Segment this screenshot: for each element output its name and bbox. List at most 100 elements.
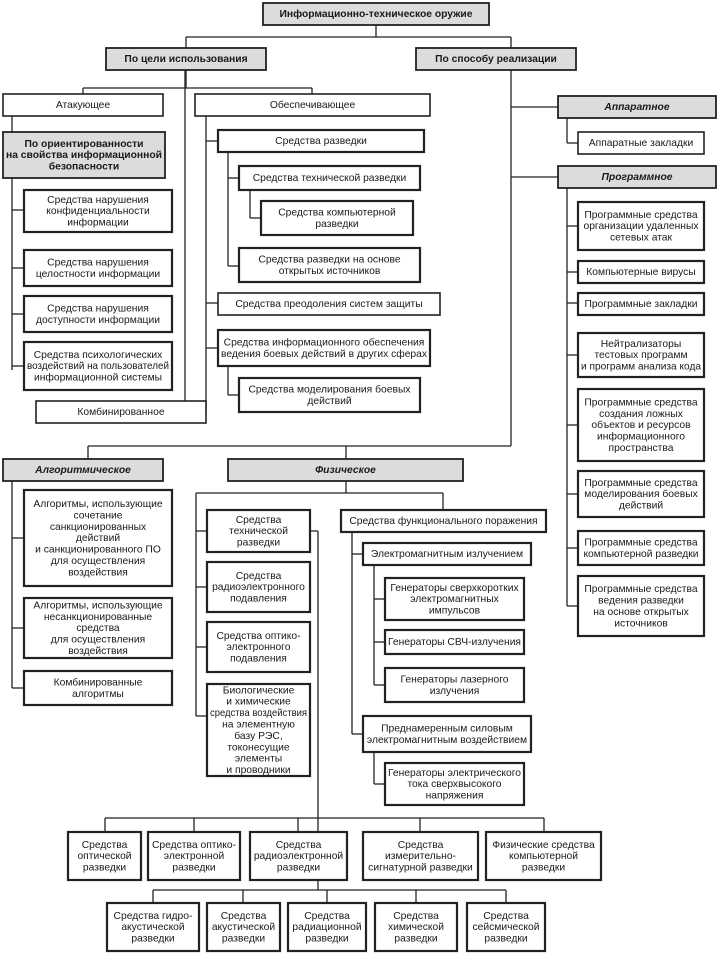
node-label: По цели использования <box>124 54 247 65</box>
node-box <box>22 248 174 288</box>
node-root: Информационно-техническое оружие <box>262 2 490 26</box>
node-box <box>205 682 312 778</box>
node-label: Алгоритмы, использующие <box>33 499 163 510</box>
node-hwbugs: Аппаратные закладки <box>577 131 705 155</box>
node-label: Аппаратное <box>603 102 669 113</box>
node-box <box>576 259 706 285</box>
node-label: организации удаленных <box>583 221 699 232</box>
node-label: моделирования боевых <box>584 488 698 500</box>
node-label: разведки <box>131 934 174 945</box>
node-box <box>2 458 164 482</box>
node-box <box>383 666 526 704</box>
node-label: разведки <box>83 863 126 874</box>
node-label: Генераторы сверхкоротких <box>390 583 519 594</box>
node-infosupport: Средства информационного обеспеченияведе… <box>216 328 432 368</box>
node-label: химической <box>388 922 444 933</box>
node-emr: Электромагнитным излучением <box>361 541 533 567</box>
node-label: для осуществления <box>51 556 145 567</box>
node-box <box>576 574 706 638</box>
node-label: Средства нарушения <box>47 257 149 268</box>
node-label: Комбинированные <box>54 676 143 688</box>
node-label: на основе открытых <box>593 607 689 618</box>
node-box <box>576 200 706 252</box>
node-box <box>205 620 312 674</box>
node-label: открытых источников <box>279 266 381 277</box>
node-box <box>576 387 706 463</box>
node-label: базу РЭС, <box>234 730 282 742</box>
node-label: Средства <box>304 911 350 922</box>
node-sw-virus: Компьютерные вирусы <box>576 259 706 285</box>
node-label: и химические <box>226 697 291 708</box>
node-box <box>216 128 426 154</box>
node-label: Генераторы лазерного <box>401 674 509 685</box>
node-label: Физические средства <box>492 840 595 851</box>
node-box <box>35 400 207 424</box>
node-box <box>227 458 464 482</box>
node-box <box>146 830 242 882</box>
node-label: компьютерной разведки <box>583 549 698 560</box>
node-label: разведки <box>222 934 265 945</box>
node-label: Программные закладки <box>585 299 698 310</box>
node-supporting: Обеспечивающее <box>194 93 431 117</box>
node-label: Средства <box>393 911 439 922</box>
node-label: объектов и ресурсов <box>591 419 691 431</box>
node-box <box>105 901 201 953</box>
node-label: Программные средства <box>584 397 697 408</box>
node-label: Средства оптико- <box>216 631 300 642</box>
node-box <box>2 93 164 117</box>
node-label: конфиденциальности <box>46 205 150 217</box>
node-label: создания ложных <box>599 409 684 420</box>
node-label: подавления <box>230 594 287 605</box>
node-label: Программные средства <box>584 584 697 595</box>
node-box <box>465 901 547 953</box>
node-box <box>576 469 706 519</box>
node-label: излучения <box>430 686 480 697</box>
node-label: акустической <box>212 922 276 933</box>
node-label: разведки <box>237 538 280 549</box>
node-label: технической <box>229 526 288 537</box>
node-label: электронного <box>227 642 291 653</box>
node-label: Средства преодоления систем защиты <box>235 299 422 310</box>
node-label: Генераторы СВЧ-излучения <box>388 637 521 648</box>
node-label: разведки <box>522 863 565 874</box>
node-label: средства воздействия <box>210 708 307 719</box>
node-label: тока сверхвысокого <box>407 779 501 790</box>
node-label: и проводники <box>226 765 290 776</box>
node-method: По способу реализации <box>415 47 577 71</box>
node-label: разведки <box>315 219 358 230</box>
node-label: Атакующее <box>56 100 111 111</box>
node-label: сочетание <box>73 510 122 521</box>
node-box <box>237 376 422 414</box>
node-box <box>576 291 706 317</box>
node-purpose: По цели использования <box>105 47 267 71</box>
node-label: электромагнитных <box>410 594 499 605</box>
node-box <box>383 628 526 656</box>
node-label: Средства <box>82 840 128 851</box>
node-techrecon: Средства технической разведки <box>237 164 422 192</box>
node-label: безопасности <box>49 161 119 173</box>
node-label: источников <box>614 618 668 629</box>
node-label: Физическое <box>315 465 376 476</box>
node-label: компьютерной <box>509 851 578 862</box>
node-gen-ultra: Генераторы сверхкороткихэлектромагнитных… <box>383 576 526 622</box>
node-box <box>217 292 441 316</box>
node-label: воздействия <box>68 646 128 657</box>
node-label: разведки <box>172 863 215 874</box>
node-box <box>22 596 174 660</box>
node-label: Средства компьютерной <box>278 207 396 218</box>
node-label: импульсов <box>429 606 481 617</box>
node-label: электромагнитным воздействием <box>367 735 527 746</box>
node-label: пространства <box>609 443 674 454</box>
node-combined1: Комбинированное <box>35 400 207 424</box>
